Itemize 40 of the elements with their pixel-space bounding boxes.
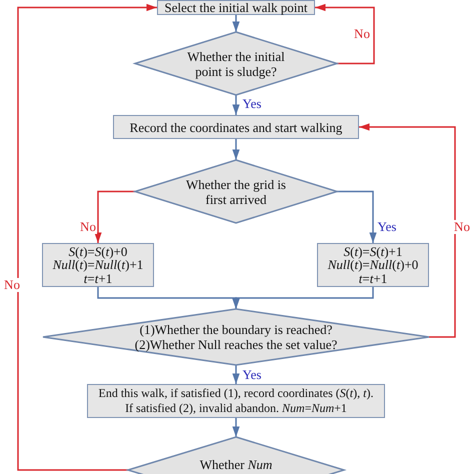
node-text: End this walk, if satisfied (1), record coordinates (S(t), t). [98, 386, 374, 401]
connector-arrow [337, 190, 377, 243]
process-box [317, 243, 429, 287]
connector-arrow [359, 123, 456, 338]
connector-arrow [232, 95, 240, 115]
node-text: (1)Whether the boundary is reached? [140, 322, 332, 337]
connector-arrow [232, 418, 240, 437]
edge-label: Yes [242, 368, 262, 382]
connector-arrow [232, 15, 240, 32]
node-text: Record the coordinates and start walking [130, 120, 342, 134]
node-text: Whether the initial point is sludge? [186, 48, 286, 78]
node-text: S(t)=S(t)+0 [68, 244, 128, 258]
node-text: (2)Whether Null reaches the set value? [134, 337, 338, 352]
edge-label: No [453, 220, 471, 234]
connector-arrow [232, 139, 240, 160]
edge-label: Yes [242, 97, 262, 111]
node-text: t=t+1 [358, 272, 388, 286]
node-text: Select the initial walk point [164, 0, 308, 15]
connector-arrow [315, 4, 375, 64]
node-text: S(t)=S(t)+1 [344, 244, 402, 258]
node-text: t=t+1 [84, 272, 112, 286]
node-text: Whether Num [200, 457, 272, 472]
connector-arrow [232, 287, 374, 309]
process-box [87, 384, 385, 418]
decision-diamond [135, 160, 337, 223]
edge-label: No [3, 278, 21, 292]
node-text: Whether the grid is first arrived [186, 176, 286, 206]
decision-diamond [43, 309, 429, 365]
connector-arrow [17, 4, 157, 471]
process-box [42, 243, 154, 287]
node-text: Null(t)=Null(t)+1 [52, 258, 144, 272]
connector-arrow [232, 365, 240, 384]
node-text: Null(t)=Null(t)+0 [328, 258, 418, 272]
edge-label: No [353, 27, 371, 41]
node-text: If satisfied (2), invalid abandon. Num=Num+1 [125, 401, 347, 416]
edge-label: No [79, 220, 97, 234]
process-box [113, 115, 359, 139]
edge-label: Yes [376, 220, 398, 234]
connector-arrow [94, 190, 135, 243]
decision-diamond [135, 32, 337, 95]
